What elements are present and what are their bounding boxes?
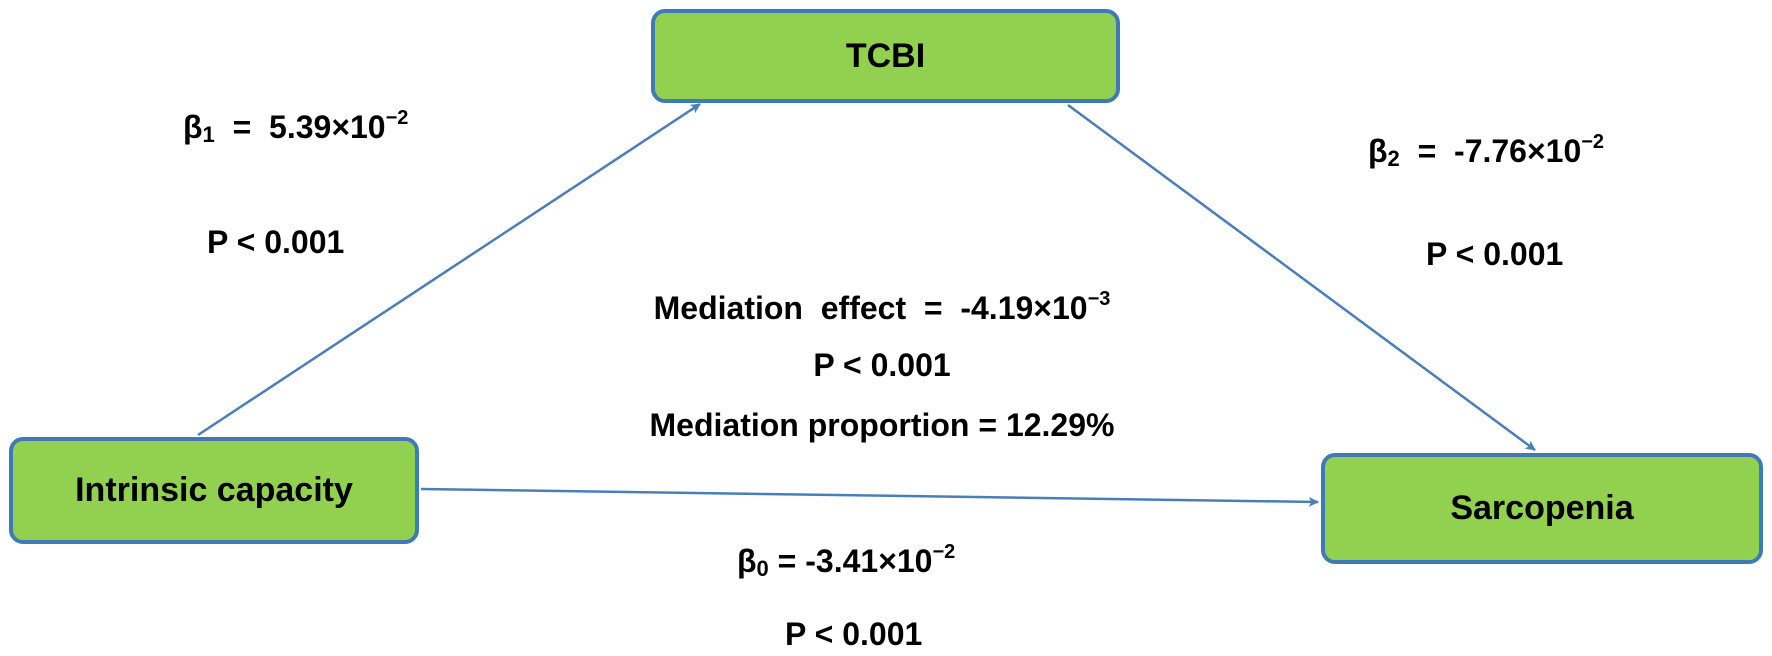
equals-sign: = <box>1417 133 1437 169</box>
node-tcbi-label: TCBI <box>845 36 926 75</box>
path-c-coefficient: β0 = -3.41×10−2 <box>737 542 955 580</box>
node-sarcopenia-label: Sarcopenia <box>1450 489 1634 527</box>
path-c-p-value: P < 0.001 <box>785 616 923 652</box>
coefficient-exponent: −2 <box>385 107 409 129</box>
path-b-coefficient: β2 = -7.76×10−2 <box>1368 132 1604 170</box>
node-intrinsic-capacity: Intrinsic capacity <box>9 437 419 544</box>
arrow-ic-to-sarcopenia <box>420 487 1319 507</box>
mediation-effect-label: Mediation effect = <box>653 290 943 326</box>
mediation-effect-exponent: −3 <box>1087 288 1111 310</box>
beta-symbol: β <box>1368 133 1388 169</box>
arrow-ic-to-tcbi <box>197 102 701 437</box>
coefficient-exponent: −2 <box>1581 131 1605 153</box>
node-sarcopenia: Sarcopenia <box>1321 453 1763 564</box>
equals-sign: = <box>777 543 797 579</box>
mediation-effect-mantissa: -4.19×10 <box>960 290 1088 326</box>
coefficient-mantissa: -7.76×10 <box>1454 133 1582 169</box>
path-a-coefficient: β1 = 5.39×10−2 <box>183 108 408 146</box>
node-tcbi: TCBI <box>651 9 1120 103</box>
coefficient-exponent: −2 <box>932 541 956 563</box>
equals-sign: = <box>232 109 252 145</box>
beta-symbol: β <box>737 543 757 579</box>
beta-symbol: β <box>183 109 203 145</box>
beta-subscript: 2 <box>1387 146 1400 171</box>
node-intrinsic-capacity-label: Intrinsic capacity <box>75 471 353 509</box>
arrow-tcbi-to-sarcopenia <box>1067 103 1536 452</box>
coefficient-mantissa: -3.41×10 <box>805 543 933 579</box>
beta-subscript: 1 <box>202 122 215 147</box>
beta-subscript: 0 <box>756 556 769 581</box>
path-b-p-value: P < 0.001 <box>1426 236 1564 272</box>
coefficient-mantissa: 5.39×10 <box>269 109 386 145</box>
mediation-proportion: Mediation proportion = 12.29% <box>649 407 1115 443</box>
mediation-effect: Mediation effect = -4.19×10−3 <box>654 289 1111 324</box>
path-a-p-value: P < 0.001 <box>207 224 345 260</box>
mediation-p-value: P < 0.001 <box>813 347 951 383</box>
